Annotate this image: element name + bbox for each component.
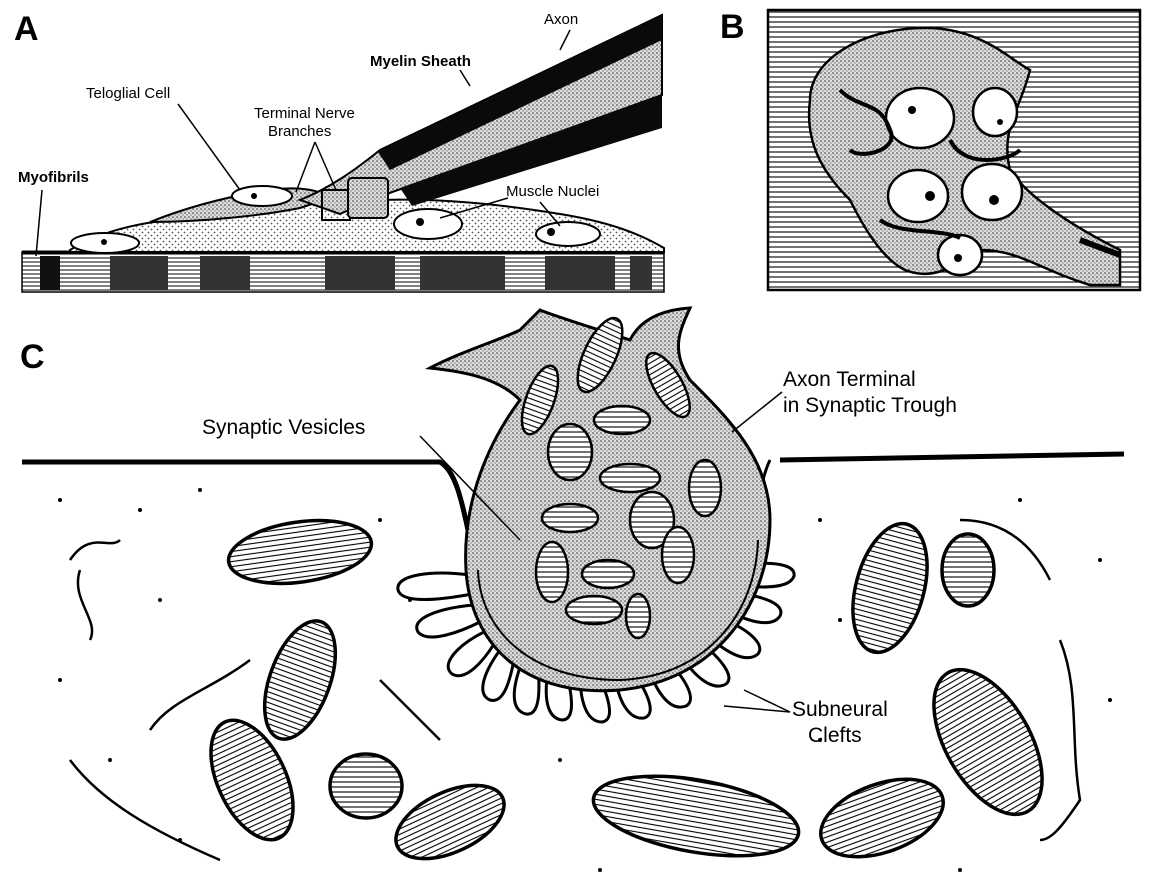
label-subneural-clefts-line1: Subneural (792, 698, 888, 721)
label-synaptic-vesicles: Synaptic Vesicles (202, 416, 365, 439)
nucleus (886, 168, 950, 224)
label-muscle-nuclei: Muscle Nuclei (506, 183, 599, 200)
label-terminal-nerve-branches-line2: Branches (268, 123, 331, 140)
terminal-mitochondria (520, 316, 723, 640)
panel-b-letter: B (720, 8, 745, 46)
panel-a: A (14, 10, 665, 293)
panel-c: C (20, 306, 1125, 872)
muscle-nucleus (393, 208, 463, 240)
label-axon: Axon (544, 11, 578, 28)
panel-c-letter: C (20, 338, 45, 376)
label-teloglial-cell: Teloglial Cell (86, 85, 170, 102)
muscle-mitochondria (209, 518, 1044, 861)
panel-a-letter: A (14, 10, 39, 48)
myofibril-band (21, 250, 665, 293)
label-axon-terminal-line1: Axon Terminal (783, 368, 916, 391)
nucleus (884, 86, 956, 150)
label-myelin-sheath: Myelin Sheath (370, 53, 471, 70)
nucleus (960, 162, 1024, 222)
label-terminal-nerve-branches-line1: Terminal Nerve (254, 105, 355, 122)
muscle-nucleus (535, 221, 601, 247)
sarcoplasm-granules (58, 488, 1112, 872)
label-axon-terminal-line2: in Synaptic Trough (783, 394, 957, 417)
nucleus (971, 86, 1019, 138)
subneural-clefts (396, 561, 796, 724)
myelin-sheath (378, 15, 662, 170)
label-myofibrils: Myofibrils (18, 169, 89, 186)
label-subneural-clefts-line2: Clefts (808, 724, 862, 747)
reticulum-strands (68, 518, 1082, 862)
panel-b: B (720, 8, 1142, 292)
